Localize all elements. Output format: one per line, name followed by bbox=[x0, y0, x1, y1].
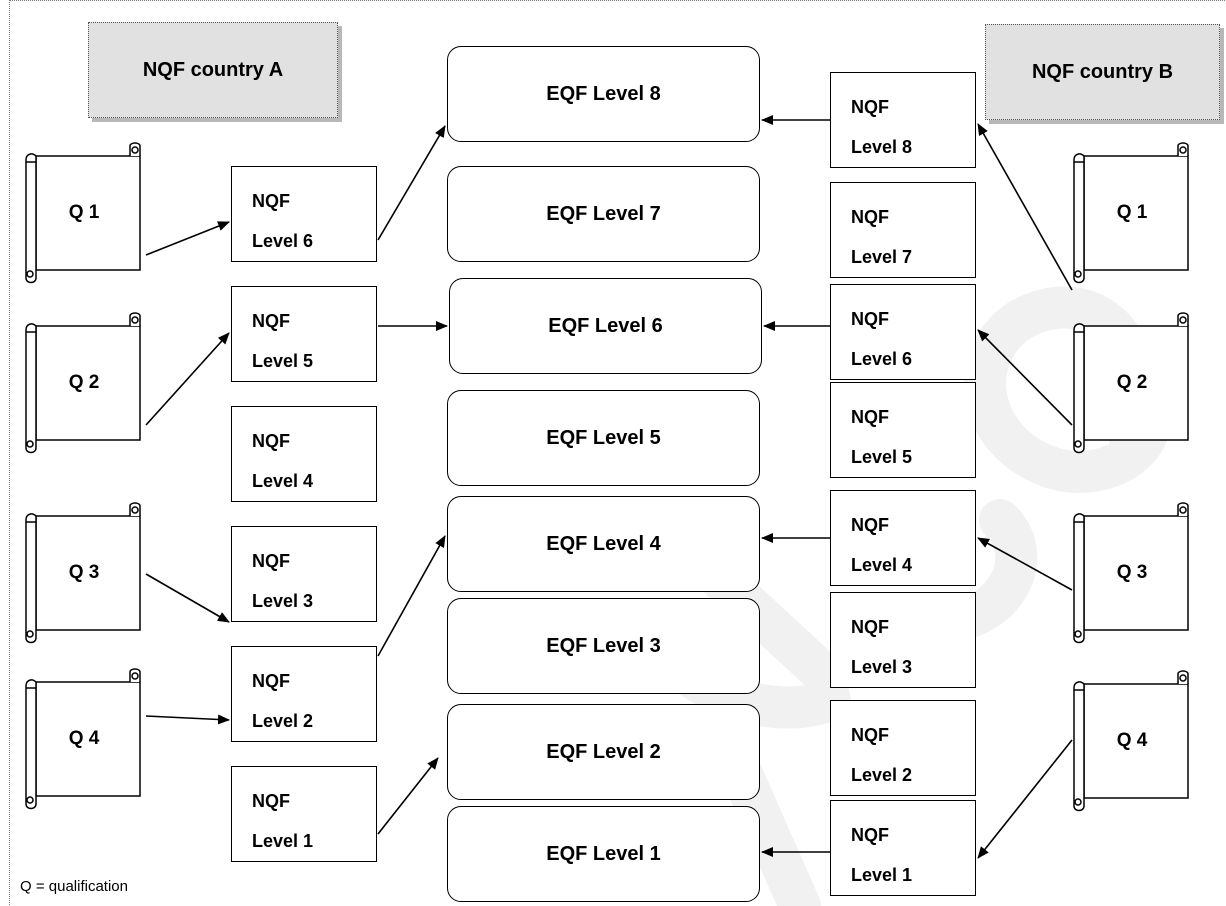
country-b-qualification-3: Q 3 bbox=[1070, 502, 1194, 644]
country-b-nqf-level-5: NQF Level 5 bbox=[830, 382, 976, 478]
country-a-qualification-2: Q 2 bbox=[22, 312, 146, 454]
legend-note: Q = qualification bbox=[20, 878, 128, 895]
country-b-qualification-1: Q 1 bbox=[1070, 142, 1194, 284]
eqf-level-7: EQF Level 7 bbox=[447, 166, 760, 262]
nqf-level-label: Level 8 bbox=[851, 137, 913, 157]
arrow-qa4-nqf2 bbox=[145, 714, 230, 725]
country-a-nqf-level-3: NQF Level 3 bbox=[231, 526, 377, 622]
country-a-nqf-level-4: NQF Level 4 bbox=[231, 406, 377, 502]
qualification-label: Q 4 bbox=[1116, 730, 1148, 751]
nqf-label: NQF bbox=[851, 207, 889, 227]
nqf-level-label: Level 6 bbox=[851, 349, 913, 369]
country-b-nqf-level-6: NQF Level 6 bbox=[830, 284, 976, 380]
nqf-label: NQF bbox=[851, 515, 889, 535]
country-b-qualification-4: Q 4 bbox=[1070, 670, 1194, 812]
qualification-label: Q 2 bbox=[1116, 372, 1148, 393]
eqf-level-3: EQF Level 3 bbox=[447, 598, 760, 694]
nqf-label: NQF bbox=[851, 825, 889, 845]
nqf-level-label: Level 6 bbox=[252, 231, 314, 251]
qualification-label: Q 2 bbox=[68, 372, 100, 393]
nqf-level-label: Level 7 bbox=[851, 247, 913, 267]
country-b-nqf-level-2: NQF Level 2 bbox=[830, 700, 976, 796]
nqf-label: NQF bbox=[851, 725, 889, 745]
qualification-label: Q 3 bbox=[1116, 562, 1148, 583]
arrow-qb1-nqf8 bbox=[977, 123, 1073, 291]
nqf-label: NQF bbox=[851, 617, 889, 637]
diagram-frame bbox=[9, 0, 1225, 905]
qualification-label: Q 3 bbox=[68, 562, 100, 583]
arrow-qb3-nqf4 bbox=[977, 537, 1073, 591]
eqf-level-5: EQF Level 5 bbox=[447, 390, 760, 486]
country-a-nqf-level-1: NQF Level 1 bbox=[231, 766, 377, 862]
qualification-label: Q 1 bbox=[68, 202, 100, 223]
country-a-nqf-level-2: NQF Level 2 bbox=[231, 646, 377, 742]
nqf-label: NQF bbox=[252, 191, 290, 211]
nqf-level-label: Level 3 bbox=[252, 591, 314, 611]
nqf-level-label: Level 3 bbox=[851, 657, 913, 677]
arrow-qa1-nqf6 bbox=[145, 221, 230, 256]
country-b-nqf-level-3: NQF Level 3 bbox=[830, 592, 976, 688]
nqf-level-label: Level 4 bbox=[252, 471, 314, 491]
arrow-a-nqf6-eqf8 bbox=[377, 125, 446, 241]
nqf-label: NQF bbox=[252, 671, 290, 691]
eqf-level-6: EQF Level 6 bbox=[449, 278, 762, 374]
arrow-a-nqf1-eqf2 bbox=[377, 757, 439, 835]
country-b-qualification-2: Q 2 bbox=[1070, 312, 1194, 454]
nqf-level-label: Level 4 bbox=[851, 555, 913, 575]
eqf-level-8: EQF Level 8 bbox=[447, 46, 760, 142]
country-b-nqf-level-7: NQF Level 7 bbox=[830, 182, 976, 278]
country-a-qualification-3: Q 3 bbox=[22, 502, 146, 644]
nqf-label: NQF bbox=[252, 311, 290, 331]
nqf-level-label: Level 1 bbox=[851, 865, 913, 885]
header-country-b: NQF country B bbox=[985, 24, 1220, 120]
eqf-level-4: EQF Level 4 bbox=[447, 496, 760, 592]
nqf-level-label: Level 1 bbox=[252, 831, 314, 851]
arrow-qb4-nqf1 bbox=[977, 739, 1073, 859]
arrow-qa3-nqf3 bbox=[145, 573, 230, 623]
arrow-a-nqf2-eqf4 bbox=[377, 535, 446, 657]
nqf-label: NQF bbox=[252, 551, 290, 571]
country-b-nqf-level-8: NQF Level 8 bbox=[830, 72, 976, 168]
country-a-qualification-4: Q 4 bbox=[22, 668, 146, 810]
country-a-nqf-level-6: NQF Level 6 bbox=[231, 166, 377, 262]
nqf-label: NQF bbox=[252, 431, 290, 451]
eqf-level-1: EQF Level 1 bbox=[447, 806, 760, 902]
country-b-nqf-level-4: NQF Level 4 bbox=[830, 490, 976, 586]
header-country-a: NQF country A bbox=[88, 22, 338, 118]
nqf-label: NQF bbox=[851, 309, 889, 329]
nqf-level-label: Level 5 bbox=[851, 447, 913, 467]
country-a-qualification-1: Q 1 bbox=[22, 142, 146, 284]
arrow-qb2-nqf6 bbox=[977, 329, 1073, 426]
nqf-label: NQF bbox=[851, 97, 889, 117]
eqf-level-2: EQF Level 2 bbox=[447, 704, 760, 800]
qualification-label: Q 4 bbox=[68, 728, 100, 749]
arrow-qa2-nqf5 bbox=[145, 332, 230, 426]
country-b-nqf-level-1: NQF Level 1 bbox=[830, 800, 976, 896]
nqf-level-label: Level 5 bbox=[252, 351, 314, 371]
country-a-nqf-level-5: NQF Level 5 bbox=[231, 286, 377, 382]
nqf-level-label: Level 2 bbox=[851, 765, 913, 785]
nqf-level-label: Level 2 bbox=[252, 711, 314, 731]
nqf-label: NQF bbox=[252, 791, 290, 811]
nqf-label: NQF bbox=[851, 407, 889, 427]
qualification-label: Q 1 bbox=[1116, 202, 1148, 223]
